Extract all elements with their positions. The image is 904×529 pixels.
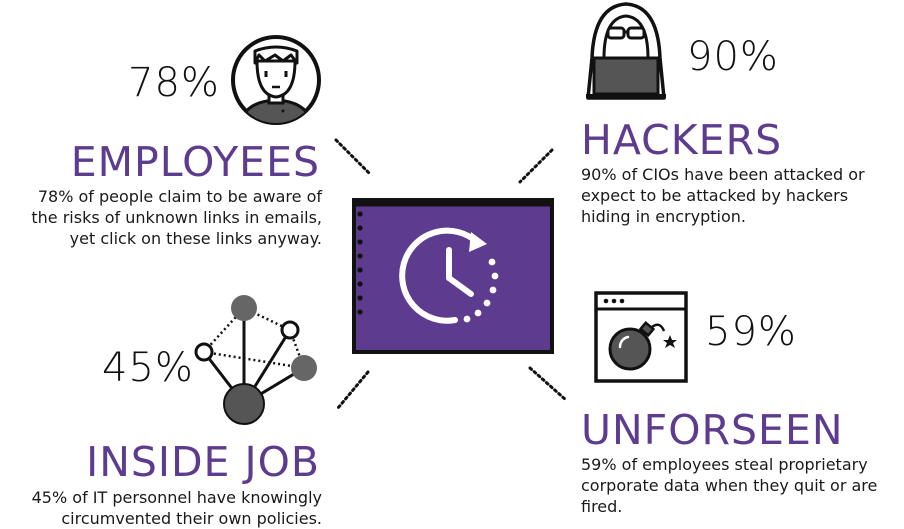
network-nodes-icon: [194, 295, 317, 425]
employees-description: 78% of people claim to be aware of the r…: [31, 187, 322, 248]
hackers-percent: 90%: [687, 34, 779, 80]
inside-job-title: INSIDE JOB: [86, 438, 320, 486]
connector-bottom-left: [336, 370, 370, 410]
connector-top-left: [334, 138, 372, 176]
person-face-icon: [231, 35, 321, 125]
connector-top-right: [518, 148, 554, 184]
employees-percent: 78%: [128, 60, 220, 106]
hackers-title: HACKERS: [581, 116, 783, 164]
hooded-hacker-icon: [586, 2, 666, 100]
employees-title: EMPLOYEES: [70, 138, 320, 186]
unforseen-title: UNFORSEEN: [581, 406, 844, 454]
inside-job-percent: 45%: [102, 345, 194, 391]
connector-bottom-right: [528, 366, 568, 402]
clock-refresh-icon: [399, 227, 499, 324]
unforseen-description: 59% of employees steal proprietary corpo…: [581, 455, 878, 516]
inside-job-description: 45% of IT personnel have knowingly circu…: [31, 488, 322, 528]
unforseen-percent: 59%: [705, 309, 797, 355]
hackers-description: 90% of CIOs have been attacked or expect…: [581, 165, 865, 226]
center-panel: [352, 198, 554, 354]
bomb-window-icon: [594, 291, 688, 383]
